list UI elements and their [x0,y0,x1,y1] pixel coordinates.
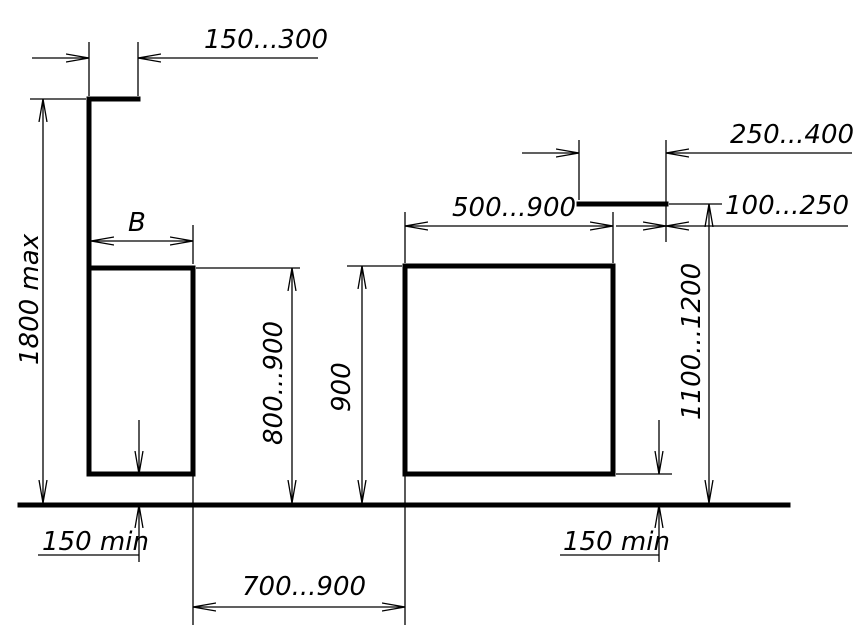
label-right-clearance: 150 min [563,527,670,557]
label-shelf-width: 250...400 [730,120,853,150]
dim-top-left: 150...300 [32,25,328,96]
dim-middle-height: 900 [327,265,402,503]
label-right-width: 500...900 [452,193,576,223]
label-height-max: 1800 max [15,233,45,365]
label-middle-height: 900 [327,362,357,412]
dim-right-width: 500...900 [404,193,614,263]
label-gap-width: 700...900 [242,572,366,602]
dim-gap-width: 700...900 [192,474,406,625]
right-cabinet [402,263,616,477]
dim-b: B [91,208,194,264]
label-left-height: 800...900 [259,321,289,445]
label-right-height: 1100...1200 [677,263,707,420]
label-shelf-offset: 100...250 [725,191,849,221]
label-left-clearance: 150 min [42,527,149,557]
left-back-panel [86,96,141,271]
dim-height-max: 1800 max [15,98,86,503]
dim-shelf-width: 250...400 [522,120,853,242]
left-cabinet [86,265,196,477]
dim-left-clearance: 150 min [38,420,149,562]
dim-left-height: 800...900 [196,267,300,503]
label-top-left-offset: 150...300 [204,25,328,55]
dim-right-height: 1100...1200 [677,204,709,503]
label-depth-b: B [128,208,146,238]
dim-shelf-offset: 100...250 [616,191,849,226]
dim-right-clearance: 150 min [560,420,672,562]
